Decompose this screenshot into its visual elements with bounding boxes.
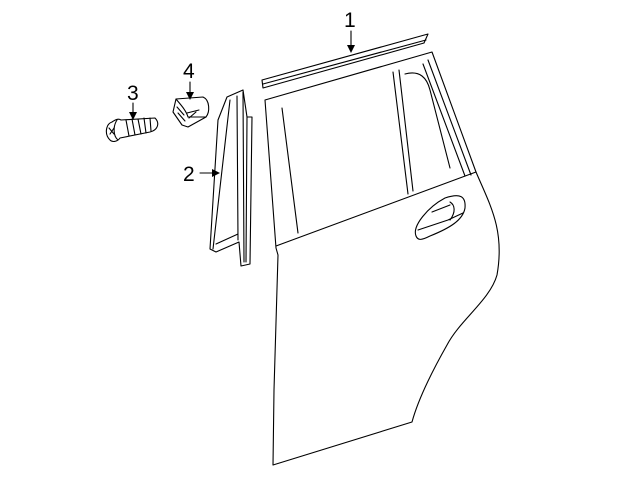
- callout-4: 4: [183, 60, 195, 100]
- part-1-molding[interactable]: [261, 33, 429, 89]
- rear-door[interactable]: [264, 51, 500, 466]
- callout-3: 3: [127, 82, 139, 120]
- door-handle: [414, 195, 466, 240]
- part-4-clip[interactable]: [172, 96, 210, 128]
- callout-1: 1: [344, 9, 356, 53]
- callout-1-label: 1: [344, 9, 356, 32]
- part-3-screw[interactable]: [105, 117, 159, 143]
- callout-2: 2: [183, 163, 220, 186]
- callout-2-label: 2: [183, 163, 195, 186]
- callout-4-label: 4: [183, 60, 195, 83]
- callout-3-label: 3: [127, 82, 139, 105]
- part-2-pillar-trim[interactable]: [209, 89, 253, 267]
